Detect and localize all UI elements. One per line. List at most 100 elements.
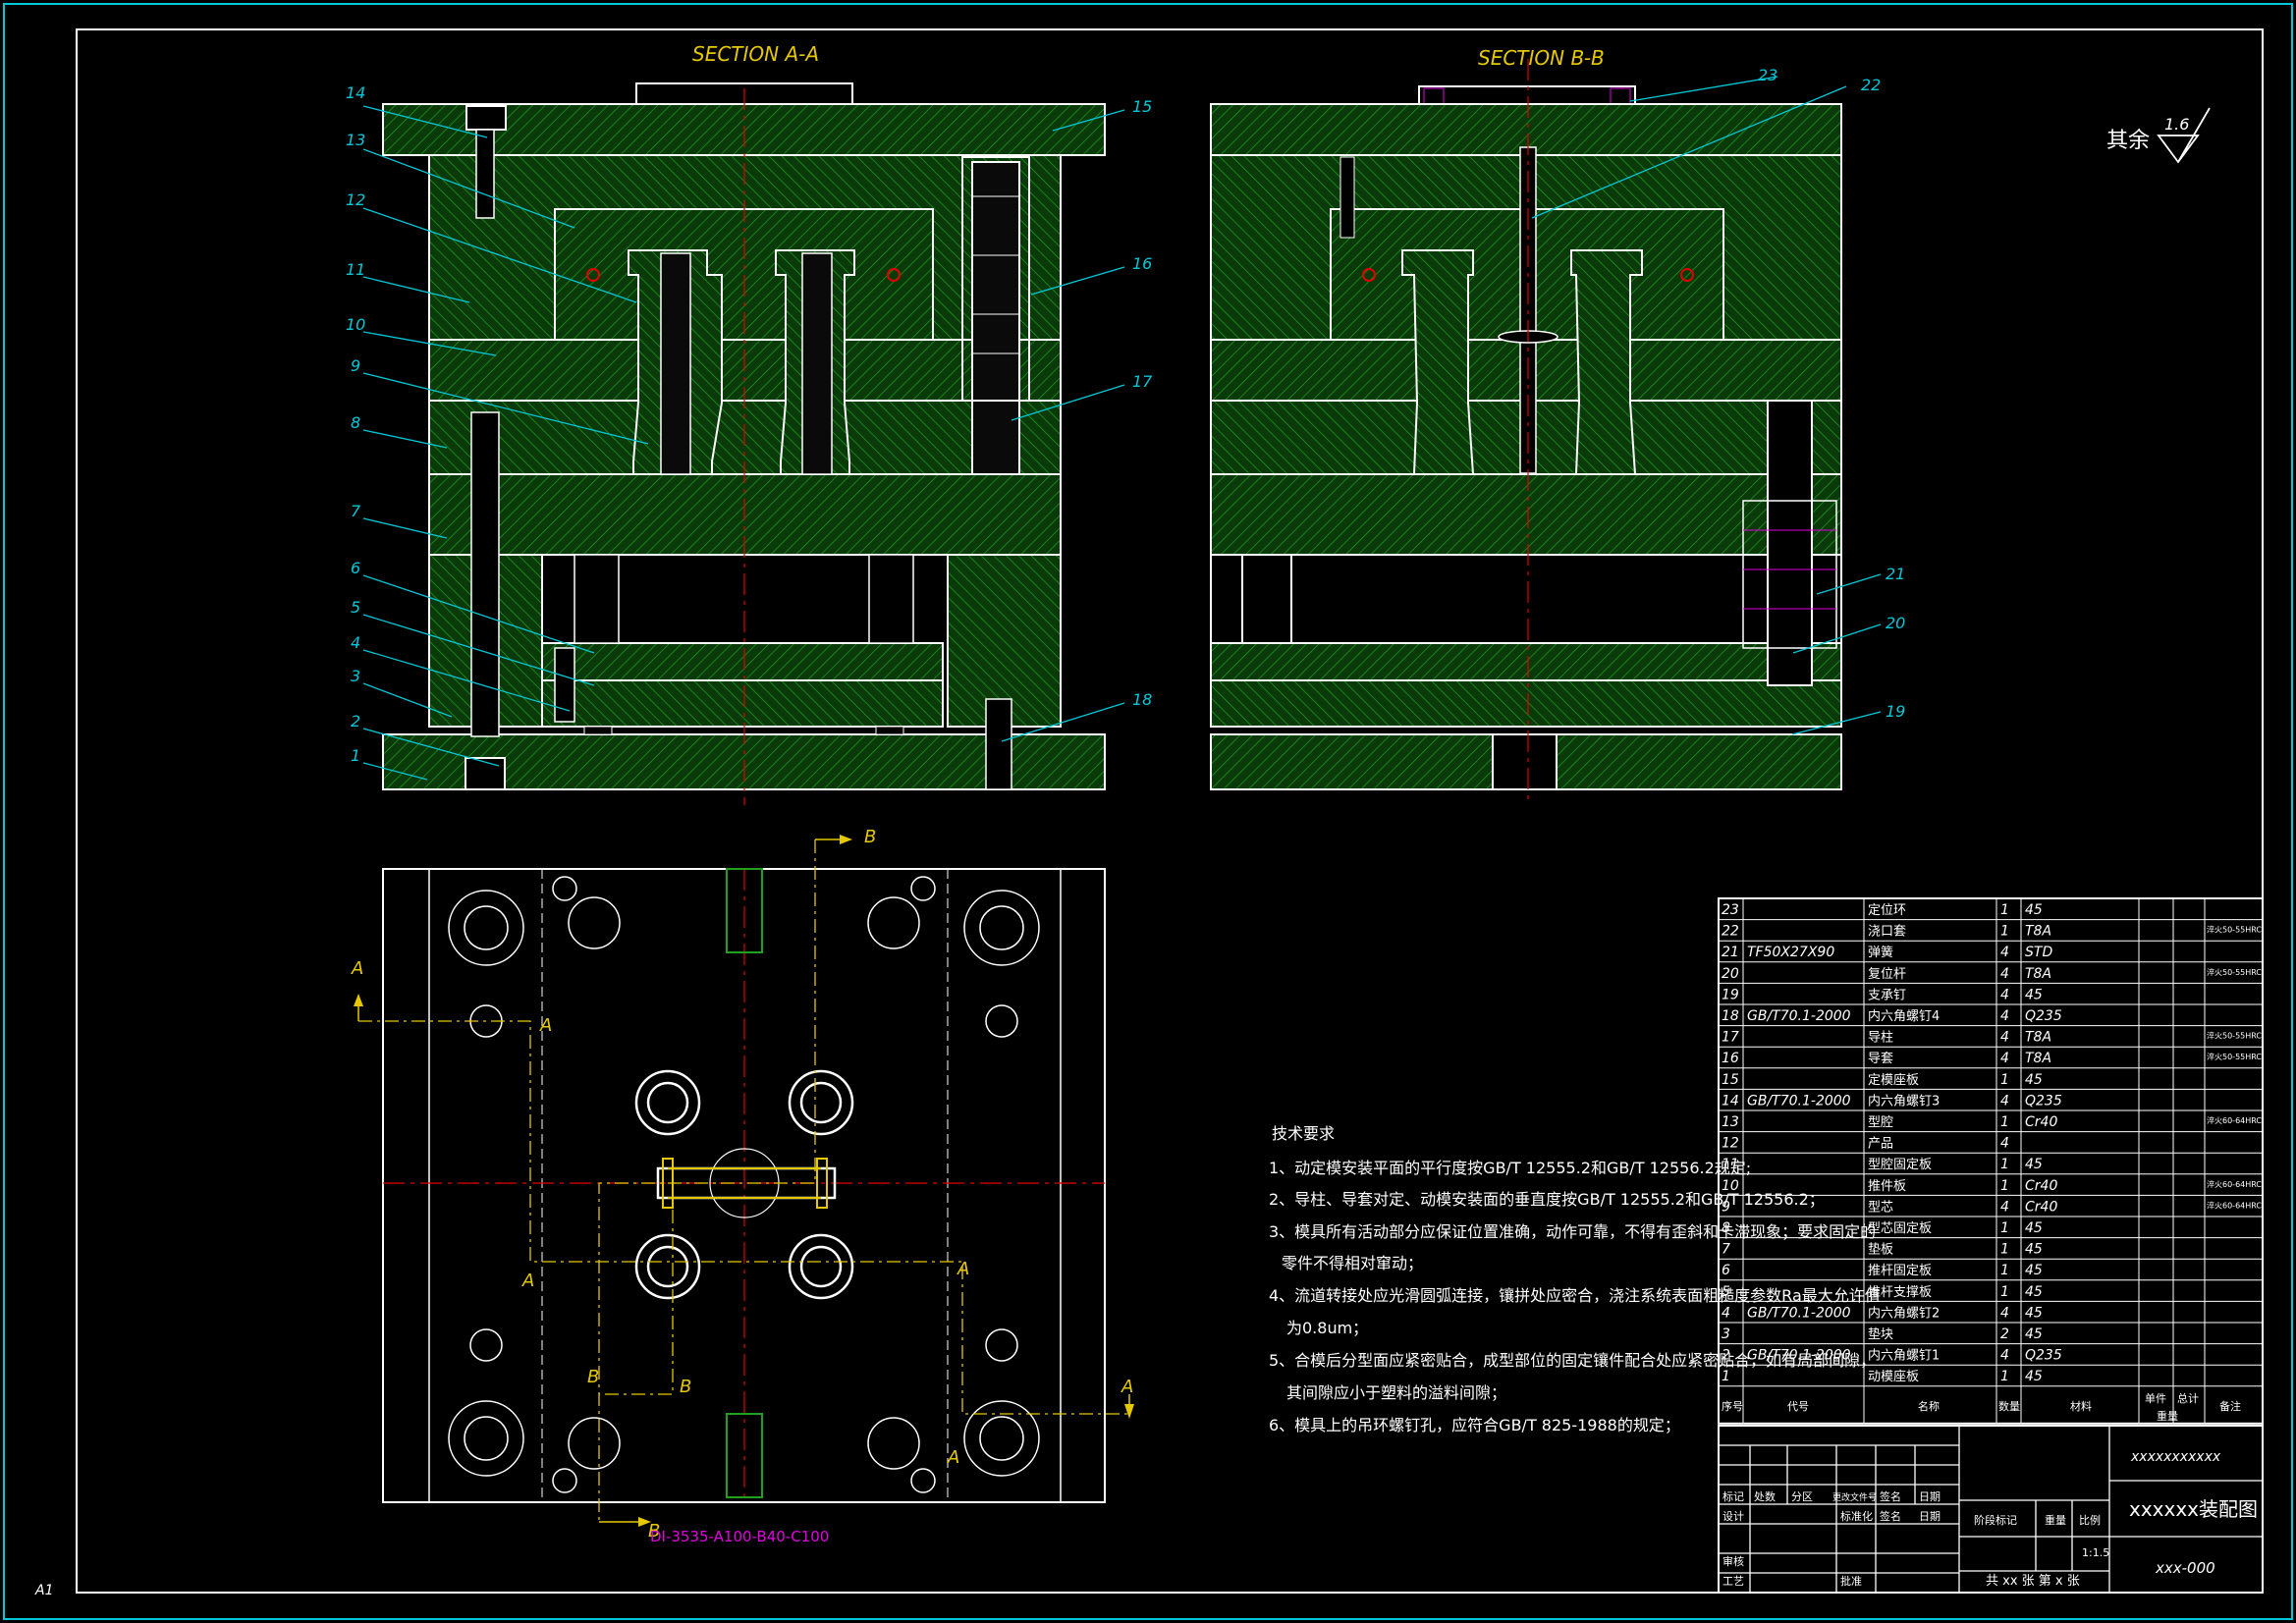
bom-row-no: 21 [1722,945,1739,960]
svg-text:23: 23 [1758,66,1777,84]
svg-text:其余: 其余 [2106,129,2150,153]
svg-text:3: 3 [351,667,360,685]
bom-row-material: T8A [2025,924,2051,940]
bom-row-qty: 4 [2000,1348,2009,1364]
bom-row-name: 型芯固定板 [1868,1221,1932,1236]
bom-row-name: 浇口套 [1868,924,1906,940]
bom-row-material: 45 [2025,1072,2043,1088]
svg-text:14: 14 [346,83,365,102]
ejector-plate [541,679,944,728]
bom-row-qty: 2 [2000,1326,2009,1342]
bom-row-name: 型芯 [1868,1200,1893,1215]
bom-row-qty: 1 [2000,1178,2009,1194]
svg-text:处数: 处数 [1754,1490,1776,1503]
bom-row-name: 型腔固定板 [1868,1158,1932,1172]
bom-row-material: T8A [2025,1030,2051,1046]
svg-text:签名: 签名 [1880,1509,1901,1523]
svg-text:阶段标记: 阶段标记 [1974,1513,2017,1527]
svg-text:6、模具上的吊环螺钉孔，应符合GB/T 825-1988的规: 6、模具上的吊环螺钉孔，应符合GB/T 825-1988的规定； [1269,1416,1680,1434]
svg-text:6: 6 [351,559,360,577]
bom-row-qty: 1 [2000,1284,2009,1300]
svg-text:1、动定模安装平面的平行度按GB/T 12555.2和GB/: 1、动定模安装平面的平行度按GB/T 12555.2和GB/T 12556.2规… [1269,1159,1751,1177]
section-a-labels: 14 13 12 11 10 9 8 7 6 5 4 3 2 1 15 16 1… [346,83,1153,765]
bom-row-no: 16 [1722,1051,1739,1066]
bom-row-note: 淬火50-55HRC [2207,1031,2262,1041]
bom-row-name: 复位杆 [1868,967,1906,982]
bom-row-no: 9 [1722,1199,1730,1215]
bom-row-no: 5 [1722,1284,1730,1300]
svg-text:A: A [957,1259,969,1279]
bom-row-material: 45 [2025,1326,2043,1342]
bom-row-no: 20 [1722,966,1739,982]
b-ejector-plate-2 [1210,679,1842,728]
bom-header-qty: 数量 [1998,1400,2020,1413]
section-b-labels: 23 22 21 20 19 [1758,66,1905,721]
bom-row-name: 推杆固定板 [1868,1264,1932,1278]
bom-row-qty: 1 [2000,1157,2009,1172]
bom-row-no: 12 [1722,1136,1739,1152]
bom-row-name: 内六角螺钉3 [1868,1093,1940,1109]
svg-text:17: 17 [1132,372,1153,391]
bom-row-qty: 1 [2000,1072,2009,1088]
svg-text:比例: 比例 [2079,1513,2101,1527]
svg-text:更改文件号: 更改文件号 [1832,1491,1877,1503]
bom-row-code: GB/T70.1-2000 [1747,1305,1851,1321]
bom-row-code: GB/T70.1-2000 [1747,1093,1851,1109]
bom-row-note: 淬火60-64HRC [2207,1200,2262,1210]
bom-row-material: T8A [2025,1051,2051,1066]
bom-row-qty: 1 [2000,902,2009,918]
bom-row-name: 内六角螺钉1 [1868,1348,1940,1364]
bom-row-name: 动模座板 [1868,1370,1919,1384]
bom-row-material: 45 [2025,902,2043,918]
ejector-retainer-plate [541,642,944,681]
svg-text:审核: 审核 [1722,1554,1744,1568]
svg-text:A: A [1121,1377,1133,1397]
bom-row-material: Q235 [2025,1348,2062,1364]
requirements-title: 技术要求 [1272,1124,1335,1143]
bom-row-material: STD [2025,945,2052,960]
outer-border [3,3,2293,1620]
bom-row-name: 垫板 [1868,1242,1893,1258]
bom-row-material: Cr40 [2025,1178,2057,1194]
svg-text:1.6: 1.6 [2164,115,2189,134]
bom-row-qty: 1 [2000,1242,2009,1258]
bom-row-code: TF50X27X90 [1747,945,1834,960]
svg-text:12: 12 [346,190,365,209]
bom-row-qty: 4 [2000,1093,2009,1109]
svg-text:4、流道转接处应光滑圆弧连接，镶拼处应密合，浇注系统表面粗糙: 4、流道转接处应光滑圆弧连接，镶拼处应密合，浇注系统表面粗糙度参数Ra最大允许值 [1269,1286,1881,1305]
bom-row-material: 45 [2025,1242,2043,1258]
mold-base-code: DI-3535-A100-B40-C100 [650,1528,829,1545]
svg-text:7: 7 [351,502,361,520]
svg-text:15: 15 [1132,97,1152,116]
svg-text:共 xx 张 第 x 张: 共 xx 张 第 x 张 [1986,1574,2080,1589]
bom-row-material: Cr40 [2025,1114,2057,1130]
bom-row-note: 淬火50-55HRC [2207,967,2262,977]
svg-text:xxxxxx装配图: xxxxxx装配图 [2129,1497,2258,1521]
bom-row-name: 定位环 [1868,903,1906,918]
bom-row-no: 10 [1722,1178,1739,1194]
bom-header-note: 备注 [2219,1399,2241,1413]
bom-row-material: 45 [2025,1369,2043,1384]
svg-text:批准: 批准 [1840,1574,1862,1588]
bom-row-qty: 4 [2000,1051,2009,1066]
bom-row-qty: 4 [2000,1030,2009,1046]
bom-row-material: 45 [2025,987,2043,1002]
bom-row-no: 22 [1722,924,1739,940]
bom-header-weight: 重量 [2157,1409,2178,1423]
bom-row-qty: 4 [2000,966,2009,982]
bom-frame [1718,897,2264,1425]
bom-row-name: 型腔 [1868,1115,1893,1130]
svg-text:A: A [521,1271,534,1291]
bom-row-name: 内六角螺钉2 [1868,1305,1940,1321]
bom-row-no: 4 [1722,1305,1730,1321]
bom-header-material: 材料 [2070,1399,2092,1413]
bom-row-note: 淬火60-64HRC [2207,1179,2262,1189]
bom-row-name: 支承钉 [1868,988,1906,1002]
svg-text:2、导柱、导套对定、动模安装面的垂直度按GB/T 12555: 2、导柱、导套对定、动模安装面的垂直度按GB/T 12555.2和GB/T 12… [1269,1190,1825,1209]
bom-row-name: 垫块 [1868,1326,1893,1342]
bom-row-no: 6 [1722,1263,1730,1278]
svg-text:22: 22 [1861,76,1881,94]
svg-text:18: 18 [1132,690,1152,709]
